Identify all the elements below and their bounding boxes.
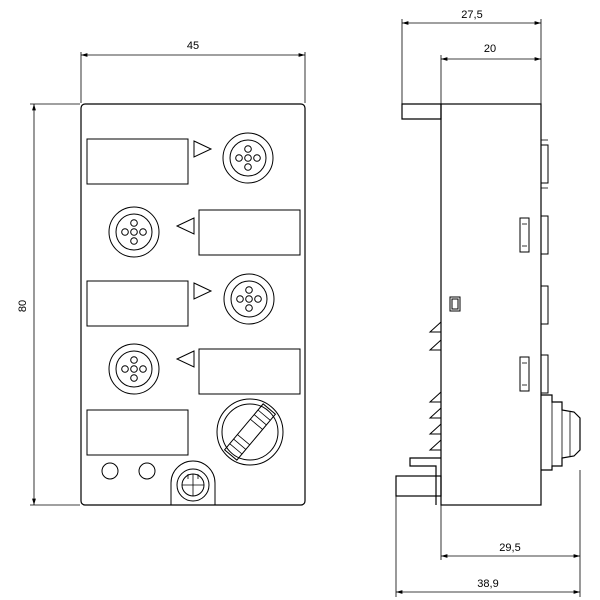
led-indicator-icon	[138, 462, 156, 480]
top-outer-dimension-label: 27,5	[461, 9, 482, 21]
housing-outline	[80, 103, 306, 506]
label-field-5	[86, 409, 189, 456]
cable-gland-icon	[541, 394, 581, 471]
height-dimension-label: 80	[17, 300, 29, 312]
arrow-right-icon	[193, 282, 213, 300]
side-view: 27,5 20	[395, 9, 581, 597]
front-view: 45 80	[17, 40, 306, 506]
connector-stubs	[540, 139, 549, 394]
label-field-1	[86, 138, 189, 185]
top-inner-dimension-label: 20	[484, 43, 496, 55]
housing-side-outline	[440, 103, 542, 506]
label-field-2	[198, 209, 301, 256]
m12-connector-icon	[222, 132, 274, 184]
arrow-right-icon	[193, 140, 213, 158]
latch-clip-icon	[519, 356, 530, 392]
small-window-inner	[451, 298, 459, 310]
cable-gland-stub	[395, 475, 442, 497]
led-indicator-icon	[101, 462, 119, 480]
grounding-screw-icon	[170, 460, 216, 505]
m12-connector-icon	[108, 343, 160, 395]
small-window	[449, 296, 461, 312]
bottom-inner-dimension-label: 29,5	[499, 542, 520, 554]
rotary-switch-icon	[216, 398, 284, 466]
latch-clip-icon	[519, 217, 530, 253]
width-dimension-label: 45	[187, 40, 199, 52]
m12-connector-icon	[108, 206, 160, 258]
bottom-stub	[409, 457, 441, 505]
bottom-outer-dimension-label: 38,9	[477, 578, 498, 590]
label-field-3	[86, 280, 189, 327]
label-field-4	[198, 348, 301, 395]
arrow-left-icon	[175, 217, 195, 235]
arrow-left-icon	[175, 350, 195, 368]
m12-connector-icon	[223, 273, 275, 325]
mounting-flange	[401, 103, 442, 120]
mounting-teeth	[428, 321, 442, 451]
